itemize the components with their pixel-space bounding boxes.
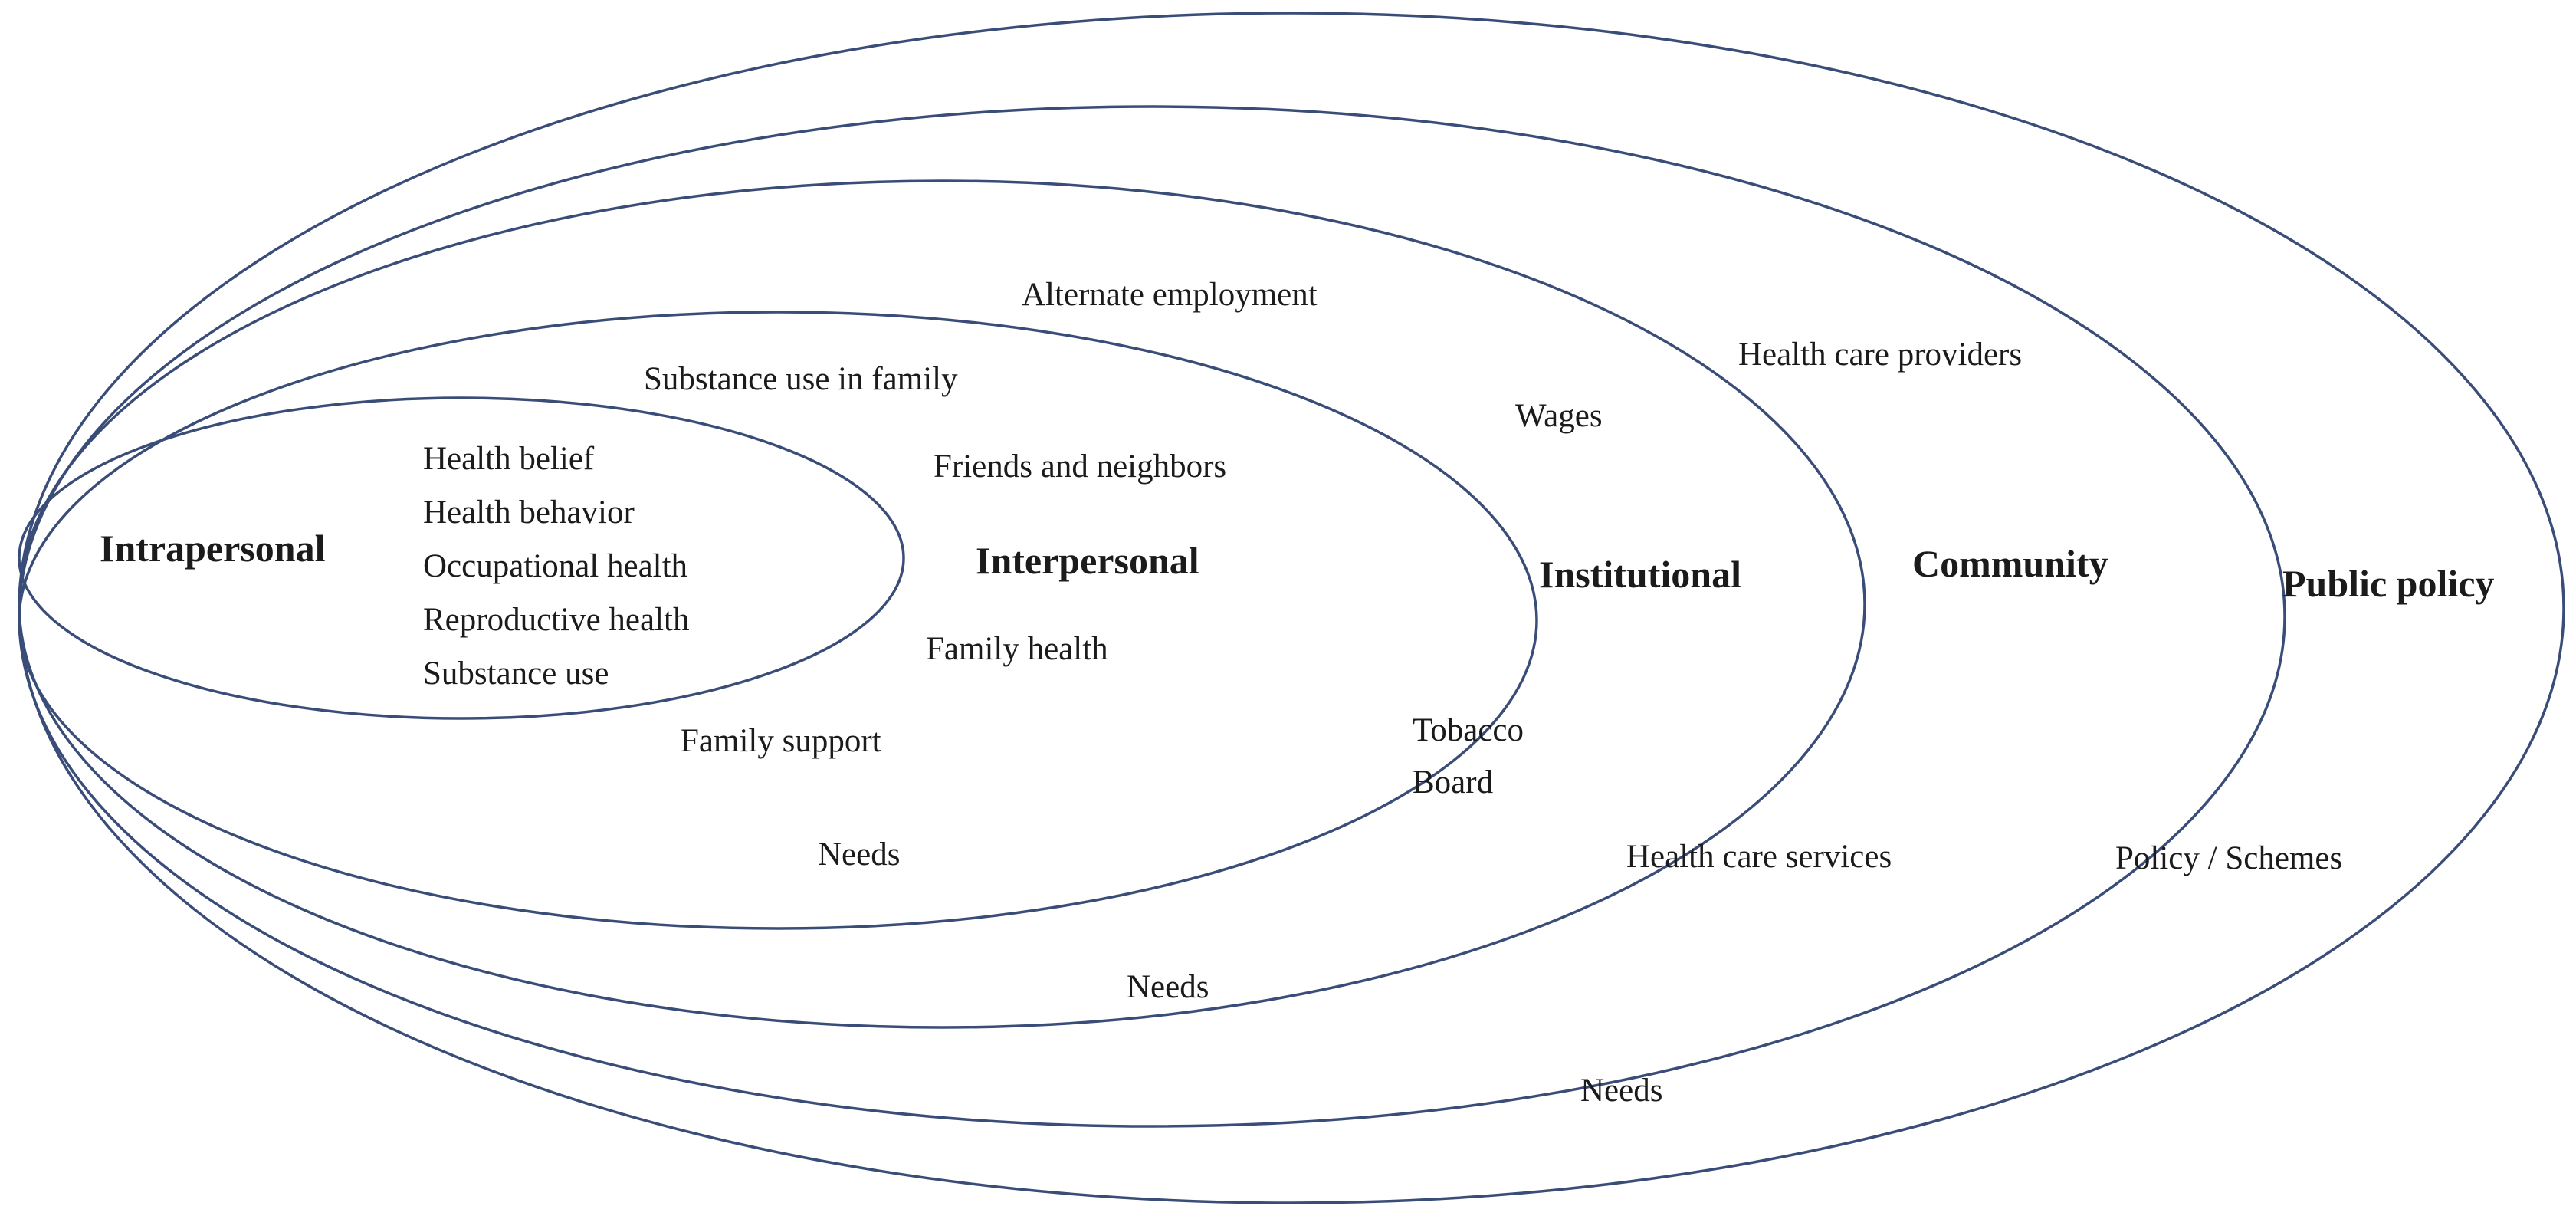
ring-label-intrapersonal: Intrapersonal xyxy=(100,527,326,570)
factor-substance-use: Substance use xyxy=(423,656,609,692)
annotation-family-support: Family support xyxy=(681,723,881,759)
annotation-tobacco-board-line2: Board xyxy=(1413,764,1493,800)
factor-health-behavior: Health behavior xyxy=(423,495,635,531)
annotation-tobacco-board-line1: Tobacco xyxy=(1413,712,1524,748)
annotation-health-care-providers: Health care providers xyxy=(1738,337,2022,373)
annotation-friends-and-neighbors: Friends and neighbors xyxy=(934,449,1226,485)
ring-label-community: Community xyxy=(1912,542,2108,585)
factor-health-belief: Health belief xyxy=(423,441,595,477)
ring-label-interpersonal: Interpersonal xyxy=(976,539,1199,582)
annotation-needs-community: Needs xyxy=(1580,1073,1662,1109)
annotation-family-health: Family health xyxy=(926,631,1108,667)
ellipse-interpersonal xyxy=(18,311,1538,930)
annotation-alternate-employment: Alternate employment xyxy=(1022,277,1318,313)
ring-label-public-policy: Public policy xyxy=(2282,562,2494,605)
ellipse-institutional xyxy=(18,179,1866,1029)
ring-label-institutional: Institutional xyxy=(1539,553,1741,596)
factor-occupational-health: Occupational health xyxy=(423,548,687,584)
annotation-policy-schemes: Policy / Schemes xyxy=(2115,840,2342,876)
annotation-substance-use-in-family: Substance use in family xyxy=(644,361,958,397)
factor-reproductive-health: Reproductive health xyxy=(423,602,689,638)
annotation-wages: Wages xyxy=(1515,398,1603,434)
annotation-needs-institutional: Needs xyxy=(1127,969,1209,1005)
annotation-health-care-services: Health care services xyxy=(1626,839,1892,875)
ellipse-public-policy xyxy=(18,12,2565,1204)
ellipse-intrapersonal xyxy=(18,396,905,720)
annotation-needs-interpersonal: Needs xyxy=(818,836,900,873)
